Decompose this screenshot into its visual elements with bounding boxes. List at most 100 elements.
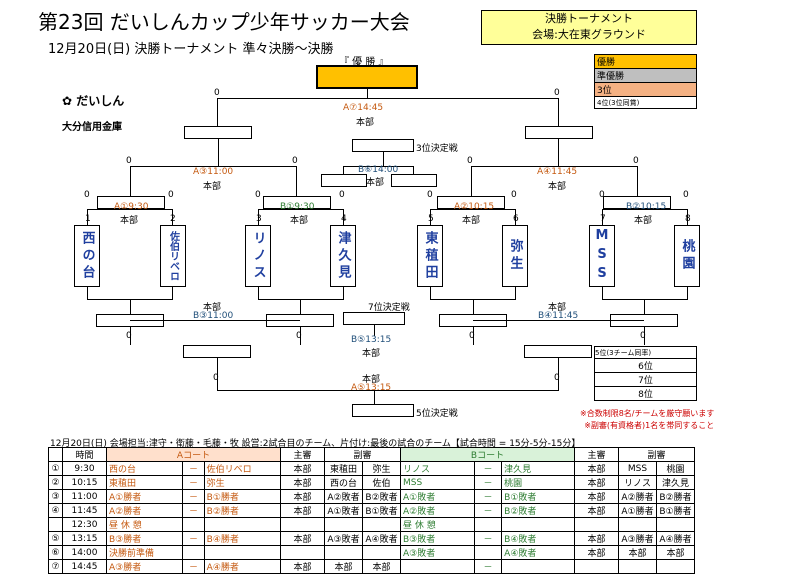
qf4-box	[603, 196, 671, 209]
table-cell	[501, 559, 575, 574]
qf4-game: B②10:15	[626, 202, 667, 212]
table-cell: 本部	[574, 475, 619, 490]
table-cell: 桃園	[655, 461, 696, 476]
fifth-box	[352, 404, 414, 417]
table-cell: リノス	[618, 475, 657, 490]
third-right-box	[391, 174, 437, 187]
table-cell: 本部	[574, 461, 619, 476]
schedule-header: 12月20日(日) 会場担当:津守・衛藤・毛藤・牧 設営:2試合目のチーム、片付…	[50, 439, 581, 449]
table-cell: 本部	[361, 559, 402, 574]
table-cell: 弥生	[203, 475, 282, 490]
info-line1: 決勝トーナメント	[545, 12, 633, 25]
sf-right-game: A④11:45	[537, 167, 578, 177]
table-cell: B①勝者	[203, 489, 282, 504]
table-cell	[618, 517, 657, 532]
table-cell: A③勝者	[105, 559, 184, 574]
table-cell: A②勝者	[618, 489, 657, 504]
table-cell: A④敗者	[361, 531, 402, 546]
logo-mark-icon: ✿	[62, 94, 73, 108]
score: 0	[469, 331, 475, 341]
score: 0	[339, 190, 345, 200]
rank-1: 優勝	[594, 54, 697, 69]
table-cell: 本部	[280, 503, 325, 518]
score: 0	[467, 156, 473, 166]
table-cell: 本部	[280, 489, 325, 504]
final-venue: 本部	[356, 118, 375, 128]
table-cell	[618, 559, 657, 574]
col-header: 副審	[324, 447, 401, 462]
table-cell: 9:30	[62, 461, 107, 476]
table-cell: MSS	[400, 475, 475, 490]
table-cell: B②勝者	[655, 489, 696, 504]
table-cell: A①敗者	[400, 489, 475, 504]
table-cell: A②勝者	[105, 503, 184, 518]
table-cell	[48, 517, 63, 532]
team-box: 弥生	[502, 225, 528, 287]
table-cell: A③勝者	[618, 531, 657, 546]
team-num: 2	[170, 214, 176, 224]
table-cell	[655, 559, 696, 574]
rank-7: 7位	[594, 372, 697, 387]
table-cell: 本部	[280, 461, 325, 476]
team-num: 6	[513, 214, 519, 224]
table-cell	[280, 545, 325, 560]
info-box: 決勝トーナメント 会場:大在東グラウンド	[481, 10, 697, 45]
score: 0	[633, 156, 639, 166]
team-num: 4	[341, 214, 347, 224]
table-cell: －	[182, 503, 205, 518]
table-cell: B④勝者	[203, 531, 282, 546]
col-header: Aコート	[106, 447, 281, 462]
table-cell: ⑦	[48, 559, 63, 574]
rank-table-2: 5位(3チーム同率) 6位 7位 8位	[594, 346, 697, 401]
rank-4: 4位(3位同賞)	[594, 96, 697, 109]
score: 0	[554, 373, 560, 383]
page-subtitle: 12月20日(日) 決勝トーナメント 準々決勝～決勝	[48, 42, 334, 57]
qf2-game: B①9:30	[280, 202, 315, 212]
logo: ✿ だいしん	[62, 92, 124, 109]
score: 0	[84, 190, 90, 200]
score: 0	[683, 190, 689, 200]
sf-left-game: A③11:00	[193, 167, 234, 177]
col-header: 副審	[618, 447, 695, 462]
table-cell: －	[182, 461, 205, 476]
rank-3: 3位	[594, 82, 697, 97]
table-cell: 13:15	[62, 531, 107, 546]
third-game: B⑥14:00	[358, 165, 399, 175]
table-cell	[501, 517, 575, 532]
table-cell: MSS	[618, 461, 657, 476]
table-cell: B①勝者	[655, 503, 696, 518]
seventh-venue: 本部	[362, 349, 381, 359]
table-cell: －	[473, 461, 503, 476]
third-left-box	[321, 174, 367, 187]
table-cell: B①敗者	[361, 503, 402, 518]
score: 0	[640, 331, 646, 341]
team-num: 8	[685, 214, 691, 224]
table-cell: B③勝者	[105, 531, 184, 546]
table-cell: 14:00	[62, 545, 107, 560]
score: 0	[255, 190, 261, 200]
rank-8: 8位	[594, 386, 697, 401]
table-cell: －	[473, 503, 503, 518]
table-cell: B②敗者	[501, 503, 575, 518]
table-cell: 東稙田	[105, 475, 184, 490]
fifth-label: 5位決定戦	[416, 409, 458, 419]
table-cell: 佐伯リベロ	[203, 461, 282, 476]
table-cell: －	[182, 531, 205, 546]
team-num: 5	[428, 214, 434, 224]
table-cell: B①敗者	[501, 489, 575, 504]
table-cell	[574, 517, 619, 532]
table-cell	[574, 559, 619, 574]
champion-label: 『 優 勝 』	[339, 57, 389, 68]
qf2-box	[263, 196, 331, 209]
table-cell: 本部	[280, 531, 325, 546]
table-cell: 本部	[655, 545, 696, 560]
table-cell: －	[473, 531, 503, 546]
table-cell: 14:45	[62, 559, 107, 574]
table-cell: B③敗者	[400, 531, 475, 546]
table-cell: 西の台	[324, 475, 363, 490]
table-cell	[203, 517, 282, 532]
lower-left-venue: 本部	[203, 303, 222, 313]
table-cell	[324, 545, 363, 560]
